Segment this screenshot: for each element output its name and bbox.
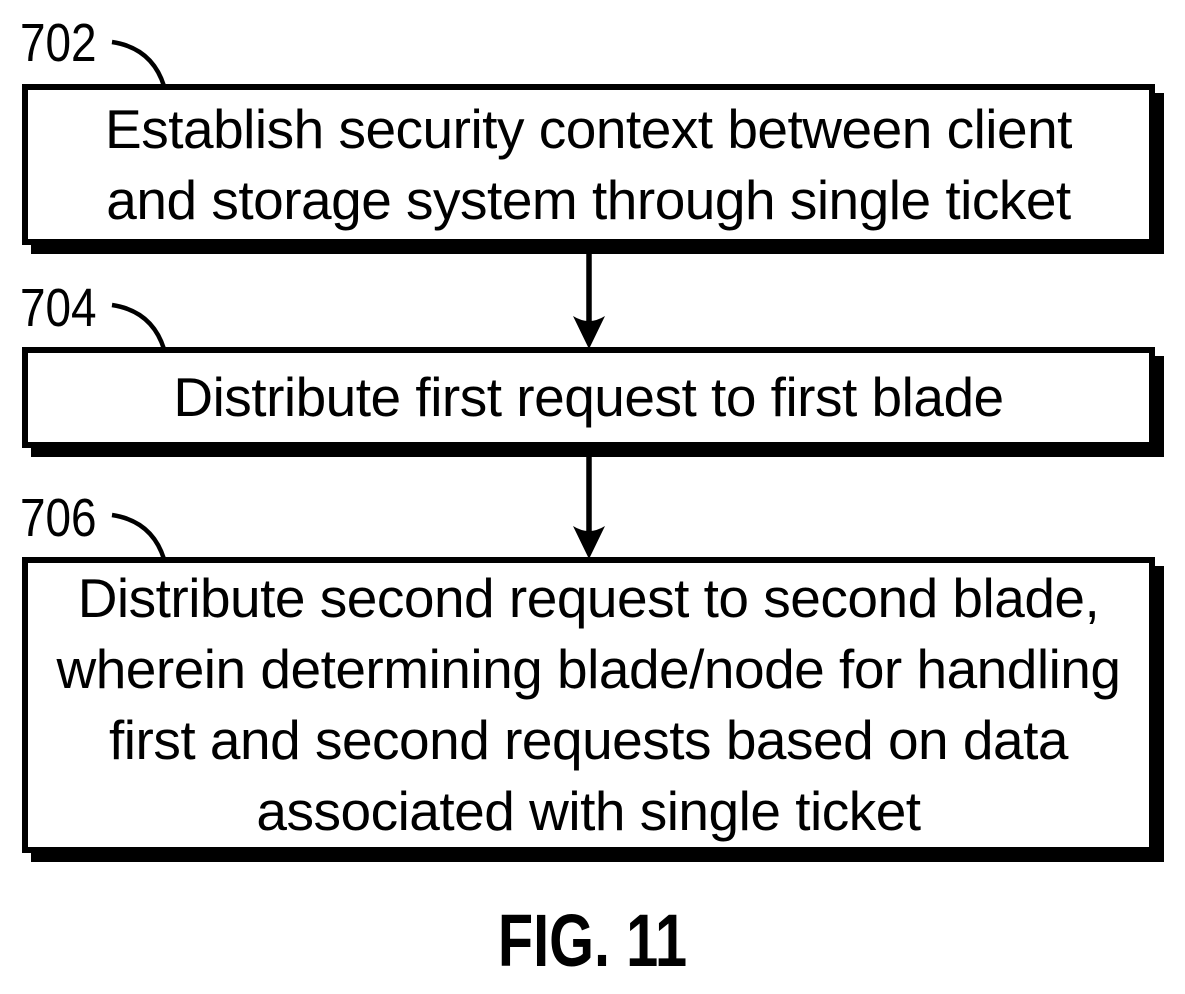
step-ref-label-704: 704 bbox=[20, 278, 97, 338]
figure-caption: FIG. 11 bbox=[497, 899, 688, 982]
step-box-706: Distribute second request to second blad… bbox=[22, 557, 1155, 853]
step-text-702: Establish security context between clien… bbox=[105, 97, 1072, 231]
leader-line-702 bbox=[111, 39, 167, 87]
flow-arrow-1 bbox=[573, 246, 605, 349]
step-text-704: Distribute first request to first blade bbox=[173, 366, 1004, 428]
step-box-702: Establish security context between clien… bbox=[22, 84, 1155, 245]
step-ref-label-702: 702 bbox=[20, 13, 97, 73]
leader-line-706 bbox=[111, 512, 167, 560]
flow-arrow-2 bbox=[573, 450, 605, 559]
step-text-706: Distribute second request to second blad… bbox=[56, 567, 1121, 842]
step-box-704: Distribute first request to first blade bbox=[22, 347, 1155, 448]
step-ref-label-706: 706 bbox=[20, 488, 97, 548]
leader-line-704 bbox=[111, 302, 167, 350]
